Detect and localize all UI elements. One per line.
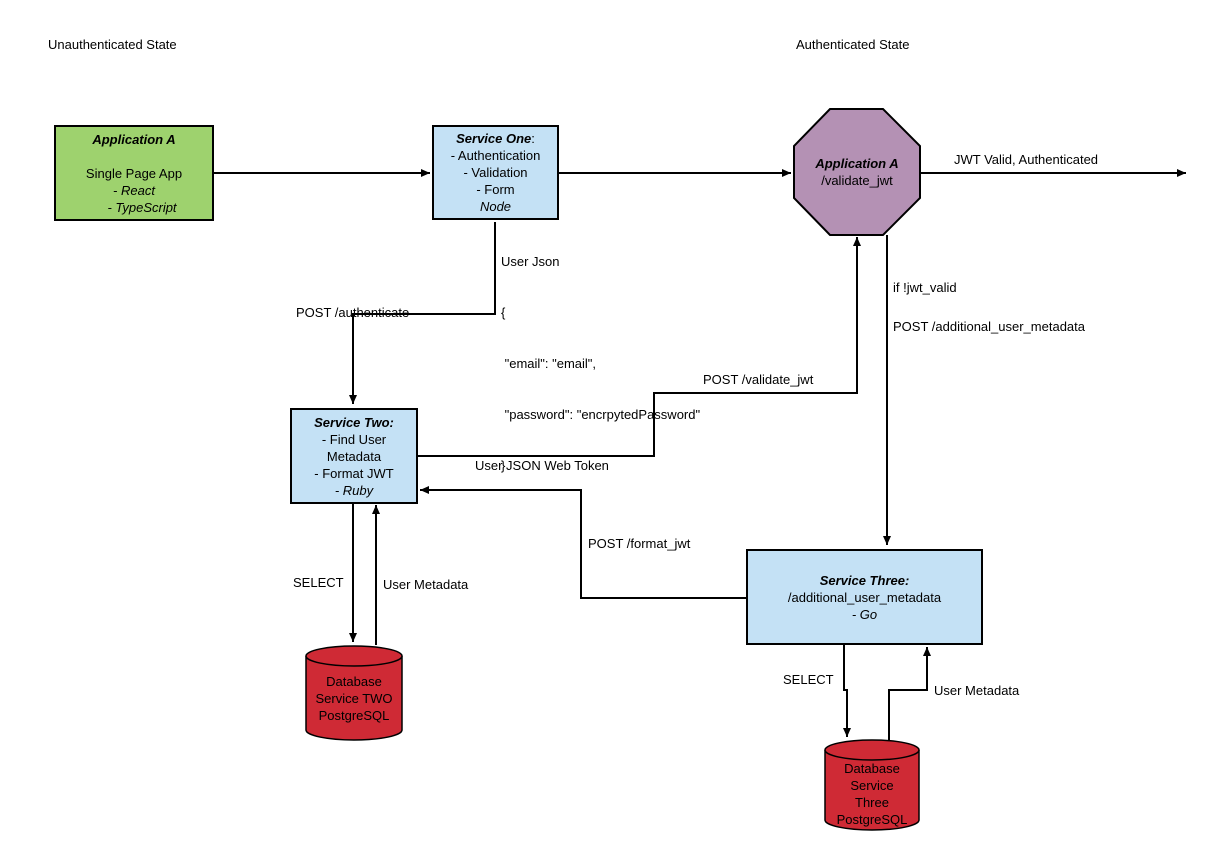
application-a-validate-label: Application A /validate_jwt: [794, 109, 920, 235]
json-line: {: [501, 305, 506, 320]
heading-unauthenticated: Unauthenticated State: [48, 37, 177, 52]
edge-label-post-format-jwt: POST /format_jwt: [588, 536, 691, 551]
node-line: Service: [850, 778, 894, 793]
edge-label-post-authenticate: POST /authenticate: [296, 305, 410, 320]
json-line: "email": "email",: [501, 356, 597, 371]
edge-select-three: [843, 645, 851, 737]
edge-label-post-additional: POST /additional_user_metadata: [893, 319, 1085, 334]
node-line: Database: [326, 673, 382, 689]
node-title: Service Two:: [314, 414, 394, 430]
edge-label-user-json: User Json { "email": "email", "password"…: [501, 219, 700, 491]
node-spacer: [132, 148, 136, 165]
node-line: - Format JWT: [314, 465, 394, 481]
node-line: Database: [844, 761, 900, 776]
database-three-cylinder: [824, 739, 920, 831]
heading-authenticated: Authenticated State: [796, 37, 910, 52]
node-line: PostgreSQL: [836, 812, 908, 827]
json-line: }: [501, 458, 506, 473]
service-three-node: Service Three: /additional_user_metadata…: [746, 549, 983, 645]
json-line: "password": "encrpytedPassword": [501, 407, 701, 422]
node-title: Service Three:: [819, 572, 910, 588]
database-three-label: Database Service Three PostgreSQL: [825, 760, 919, 828]
application-a-spa-node: Application A Single Page App - React - …: [54, 125, 214, 221]
node-title: Application A: [92, 131, 176, 147]
service-two-node: Service Two: - Find User Metadata - Form…: [290, 408, 418, 504]
node-line: - Ruby: [334, 482, 374, 498]
node-line: - Authentication: [450, 148, 541, 163]
node-title-row: Service One:: [456, 130, 535, 147]
node-line: Single Page App: [85, 165, 183, 181]
edge-user-metadata-three: [888, 647, 931, 740]
node-title: Application A: [815, 156, 899, 171]
edge-label-post-validate-jwt: POST /validate_jwt: [703, 372, 814, 387]
edge-label-user-metadata-three: User Metadata: [934, 683, 1020, 698]
node-line: Service TWO: [315, 690, 393, 706]
edge-post-format-jwt: [420, 486, 746, 599]
database-two-cylinder: [305, 645, 403, 741]
edge-label-user-jwt: User JSON Web Token: [475, 458, 609, 473]
edge-label-select-two: SELECT: [293, 575, 344, 590]
node-line: /validate_jwt: [821, 173, 893, 188]
database-two-label: Database Service TWO PostgreSQL: [306, 668, 402, 728]
node-line: - Find User: [321, 431, 387, 447]
node-title-suffix: :: [531, 131, 535, 146]
service-one-node: Service One: - Authentication - Validati…: [432, 125, 559, 220]
node-line: PostgreSQL: [318, 707, 390, 723]
node-line: - Validation: [463, 165, 528, 180]
edge-post-authenticate: [349, 222, 496, 404]
edge-label-select-three: SELECT: [783, 672, 834, 687]
edge-post-validate-jwt: [418, 237, 861, 457]
edge-label-if-jwt-valid: if !jwt_valid: [893, 280, 957, 295]
edge-label-jwt-valid: JWT Valid, Authenticated: [954, 152, 1099, 167]
node-line: /additional_user_metadata: [787, 589, 942, 605]
node-line: - TypeScript: [107, 199, 177, 215]
json-line: User Json: [501, 254, 560, 269]
edge-label-user-metadata-two: User Metadata: [383, 577, 469, 592]
node-title: Service One: [456, 131, 532, 146]
node-line: - Go: [851, 606, 878, 622]
node-line: Metadata: [326, 448, 382, 464]
node-line: - Form: [476, 182, 515, 197]
node-line: - React: [113, 182, 155, 198]
node-line: Node: [479, 199, 512, 214]
application-a-validate-octagon: [793, 108, 921, 236]
node-line: Three: [855, 795, 889, 810]
